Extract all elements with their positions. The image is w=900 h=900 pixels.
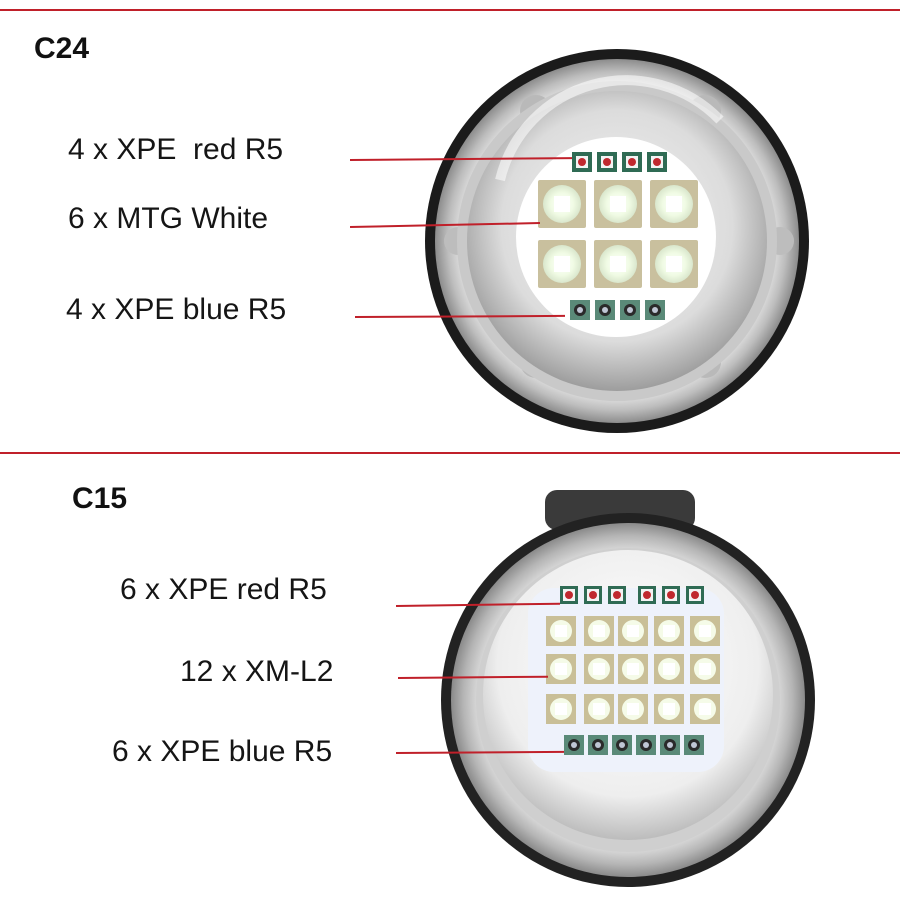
c15-red-xpe-row <box>560 586 704 604</box>
top-divider <box>0 9 900 11</box>
c24-blue-xpe-row <box>570 300 665 320</box>
callout-c24-blue: 4 x XPE blue R5 <box>66 293 287 326</box>
callout-c24-red: 4 x XPE red R5 <box>68 133 284 166</box>
callout-c24-white: 6 x MTG White <box>68 202 269 235</box>
middle-divider <box>0 452 900 454</box>
c15-xml2-leds <box>546 616 720 724</box>
c15-blue-xpe-row <box>564 735 704 755</box>
c24-red-xpe-row <box>572 152 667 172</box>
callout-c15-red: 6 x XPE red R5 <box>120 573 327 606</box>
callout-c15-white: 12 x XM-L2 <box>180 655 334 688</box>
model-title-c15: C15 <box>72 482 128 515</box>
model-title-c24: C24 <box>34 32 90 65</box>
callout-c15-blue: 6 x XPE blue R5 <box>112 735 333 768</box>
c24-mtg-white-leds <box>538 180 698 288</box>
